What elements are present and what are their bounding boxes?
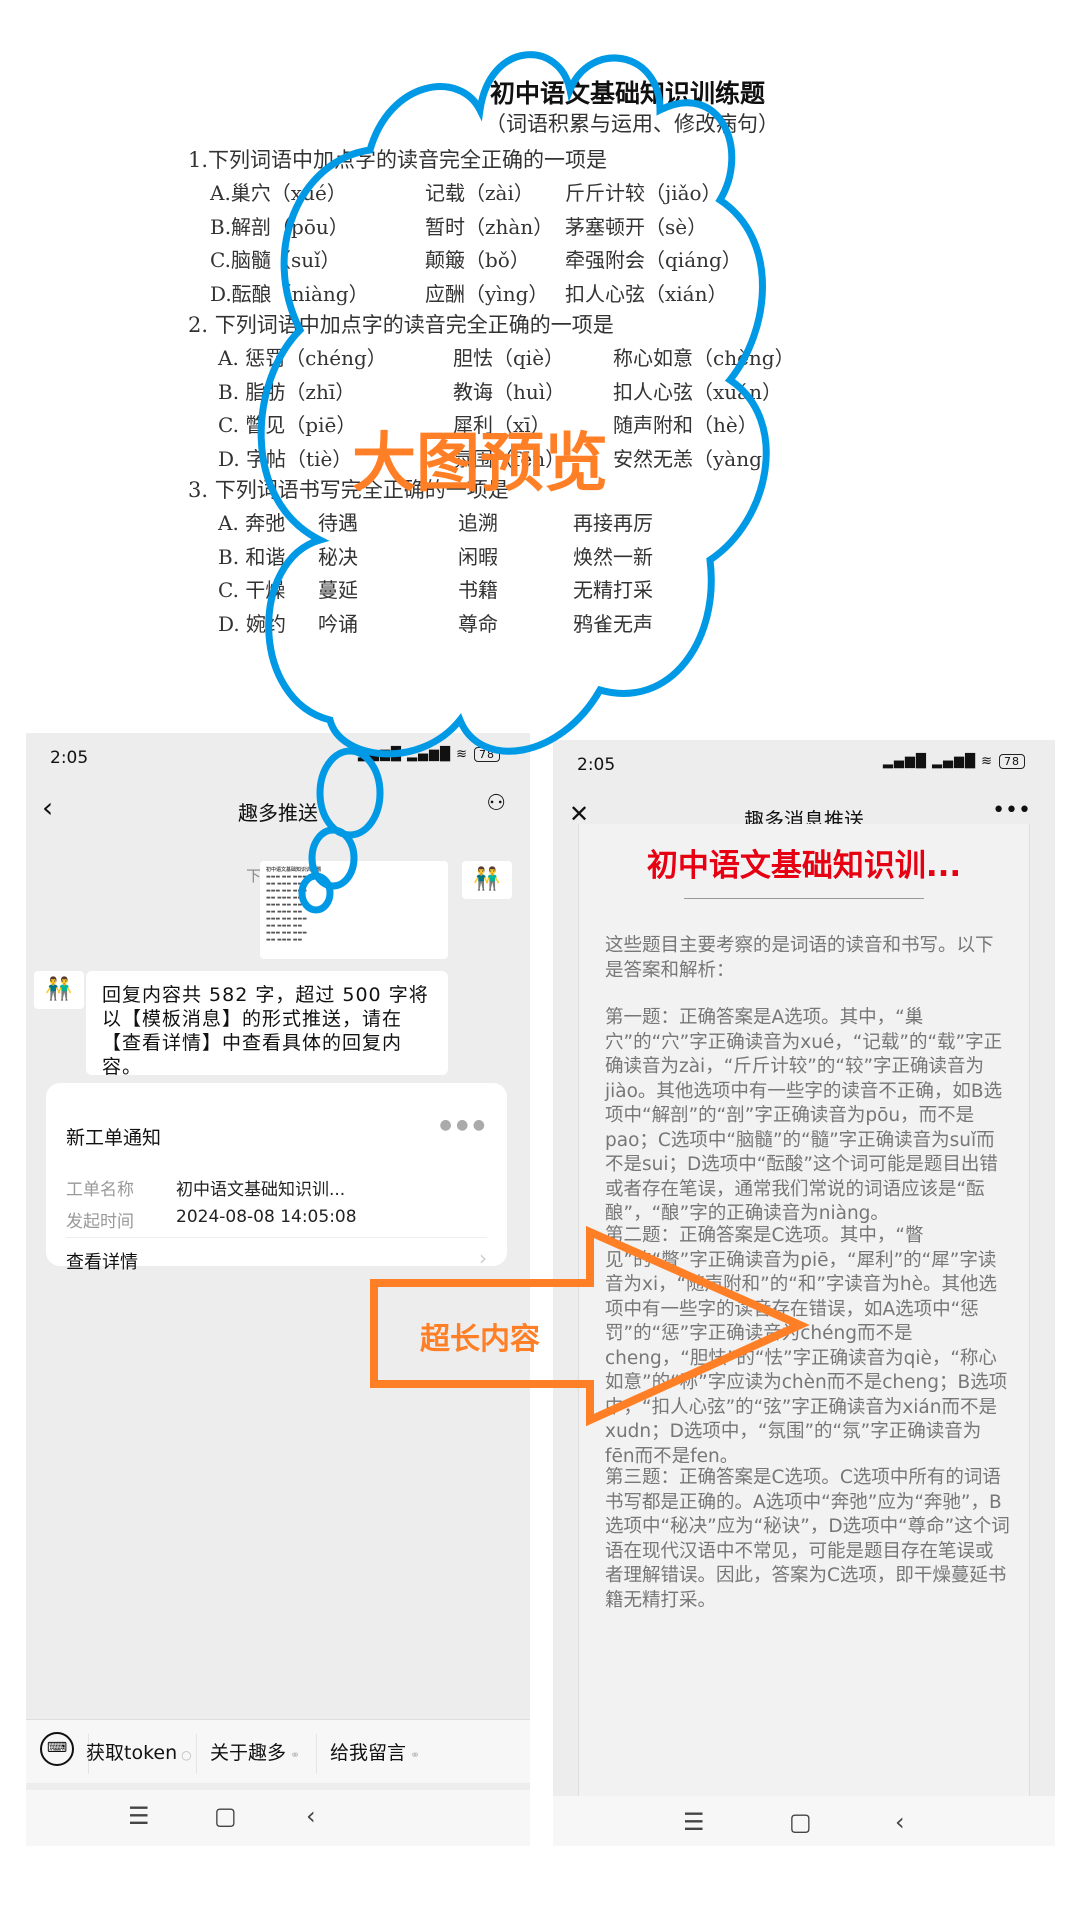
option-cell: 鸦雀无声 (573, 611, 653, 636)
status-time: 2:05 (50, 748, 89, 768)
option-cell: A. 惩罚（chéng） (218, 346, 387, 370)
status-bar: 2:05 ▂▄▆█ ▂▄▆█ ≋78 (553, 740, 1055, 788)
option-cell: 扣人心弦（xián） (565, 281, 728, 306)
arrow-outline-icon (370, 1225, 810, 1427)
option-cell: 茅塞顿开（sè） (565, 214, 708, 239)
keyboard-icon[interactable]: ⌨ (40, 1732, 74, 1766)
menu-nav-icon[interactable]: ☰ (683, 1808, 705, 1836)
option-cell: 秘决 (318, 544, 358, 569)
battery-icon: 78 (999, 754, 1025, 769)
paragraph: 这些题目主要考察的是词语的读音和书写。以下是答案和解析： (605, 935, 994, 981)
chat-screen: 2:05 ▂▄▆█ ▂▄▆█ ≋78 ‹ 趣多推送 ⚇ 下午2:04 初中语文基… (26, 733, 530, 1846)
option-cell: 吟诵 (318, 611, 358, 636)
option-cell: 蔓延 (318, 578, 358, 602)
option-cell: A.巢穴（xué） (210, 181, 347, 205)
time-label: 发起时间 (66, 1212, 134, 1232)
option-cell: 随声附和（hè） (613, 413, 758, 437)
option-cell: 闲暇 (458, 544, 498, 569)
option-cell: C. 瞥见（piē） (218, 413, 357, 437)
paragraph: 第三题：正确答案是C选项。C选项中所有的词语书写都是正确的。A选项中“奔弛”应为… (605, 1467, 1010, 1611)
name-value: 初中语文基础知识训... (176, 1180, 346, 1200)
chat-header: ‹ 趣多推送 ⚇ (26, 781, 530, 837)
divider (66, 1237, 487, 1238)
card-title: 新工单通知 (66, 1127, 162, 1149)
menu-nav-icon[interactable]: ☰ (128, 1802, 150, 1830)
profile-icon[interactable]: ⚇ (486, 791, 506, 816)
option-cell: 安然无恙（yàng） (613, 446, 782, 471)
sent-image-thumbnail[interactable]: 初中语文基础知识训练题▬▬▬ ▬▬ ▬▬▬▬▬ ▬▬▬ ▬▬▬▬▬ ▬▬ ▬▬▬… (260, 861, 448, 959)
back-icon[interactable]: ‹ (42, 791, 54, 824)
bot-avatar[interactable]: 👬 (34, 971, 84, 1009)
thought-cloud-icon (257, 51, 770, 914)
signal-wifi-icons: ▂▄▆█ ▂▄▆█ ≋78 (883, 754, 1025, 769)
template-message-card[interactable]: 新工单通知 ● ● ● 工单名称 初中语文基础知识训... 发起时间 2024-… (46, 1083, 507, 1273)
option-cell: 待遇 (318, 511, 358, 535)
option-cell: 教诲（huì） (453, 379, 566, 404)
more-icon[interactable]: ••• (992, 798, 1031, 823)
title-divider (684, 898, 924, 899)
option-cell: 称心如意（chèng） (613, 346, 795, 370)
reply-bubble: 回复内容共 582 字，超过 500 字将以【模板消息】的形式推送，请在【查看详… (86, 971, 448, 1078)
menu-message[interactable]: 给我留言⚭ (330, 1742, 421, 1764)
back-nav-icon[interactable]: ‹ (306, 1802, 316, 1830)
user-avatar[interactable]: 👬 (462, 861, 512, 899)
option-cell: 犀利（xī） (453, 413, 551, 437)
chat-title: 趣多推送 (238, 801, 318, 825)
option-cell: C.脑髓（suǐ） (210, 248, 341, 272)
option-cell: 颠簸（bǒ） (425, 248, 530, 272)
menu-about[interactable]: 关于趣多⚭ (210, 1742, 301, 1764)
option-cell: 书籍 (458, 578, 498, 602)
menu-get-token[interactable]: 获取token○ (86, 1742, 192, 1764)
time-value: 2024-08-08 14:05:08 (176, 1207, 357, 1227)
article-screen: 2:05 ▂▄▆█ ▂▄▆█ ≋78 ✕ 趣多消息推送 ••• 初中语文基础知识… (553, 740, 1055, 1846)
close-icon[interactable]: ✕ (569, 800, 590, 828)
name-label: 工单名称 (66, 1180, 134, 1200)
chevron-right-icon: › (479, 1246, 487, 1270)
option-cell: 暂时（zhàn） (425, 214, 554, 239)
option-cell: 无精打采 (573, 578, 653, 602)
long-content-label: 超长内容 (420, 1322, 540, 1357)
article-content: 初中语文基础知识训... 这些题目主要考察的是词语的读音和书写。以下是答案和解析… (578, 824, 1030, 1797)
option-cell: 牵强附会（qiáng） (565, 248, 742, 272)
system-nav-bar: ☰ ▢ ‹ (26, 1790, 530, 1846)
option-cell: 胆怯（qiè） (453, 346, 565, 370)
doc-title: 初中语文基础知识训练题 (490, 79, 766, 108)
more-icon[interactable]: ● ● ● (439, 1117, 485, 1133)
status-time: 2:05 (577, 755, 616, 775)
option-cell: 追溯 (458, 511, 498, 535)
question-text: 2. 下列词语中加点字的读音完全正确的一项是 (188, 313, 614, 337)
menu-toolbar: ⌨ 获取token○ 关于趣多⚭ 给我留言⚭ (26, 1719, 530, 1783)
option-cell: B.解剖（pōu） (210, 214, 349, 239)
thumb-title: 初中语文基础知识训练题 (266, 867, 322, 873)
option-cell: B. 和谐 (218, 544, 286, 569)
article-title: 初中语文基础知识训... (646, 848, 962, 884)
option-cell: 尊命 (458, 611, 498, 636)
option-cell: D. 婉约 (218, 611, 287, 636)
option-cell: 再接再厉 (573, 511, 653, 535)
option-cell: 记载（zài） (425, 181, 534, 205)
paragraph: 第一题：正确答案是A选项。其中，“巢穴”的“穴”字正确读音为xué，“记载”的“… (605, 1007, 1003, 1224)
option-cell: 斤斤计较（jiǎo） (565, 181, 722, 205)
option-cell: 焕然一新 (573, 544, 653, 569)
option-cell: B. 脂肪（zhī） (218, 379, 356, 404)
home-nav-icon[interactable]: ▢ (789, 1808, 812, 1836)
option-cell: 应酬（yìng） (425, 281, 549, 306)
question-text: 3. 下列词语书写完全正确的一项是 (188, 478, 509, 502)
option-cell: 氛围（fēn） (453, 446, 566, 471)
question-text: 1.下列词语中加点字的读音完全正确的一项是 (188, 148, 608, 172)
view-details-link[interactable]: 查看详情 (66, 1252, 138, 1273)
preview-label: 大图预览 (352, 427, 608, 501)
system-nav-bar: ☰ ▢ ‹ (553, 1796, 1055, 1846)
option-cell: D. 字帖（tiè） (218, 446, 353, 471)
home-nav-icon[interactable]: ▢ (214, 1802, 237, 1830)
option-cell: A. 奔弛 (218, 511, 286, 535)
back-nav-icon[interactable]: ‹ (895, 1808, 905, 1836)
